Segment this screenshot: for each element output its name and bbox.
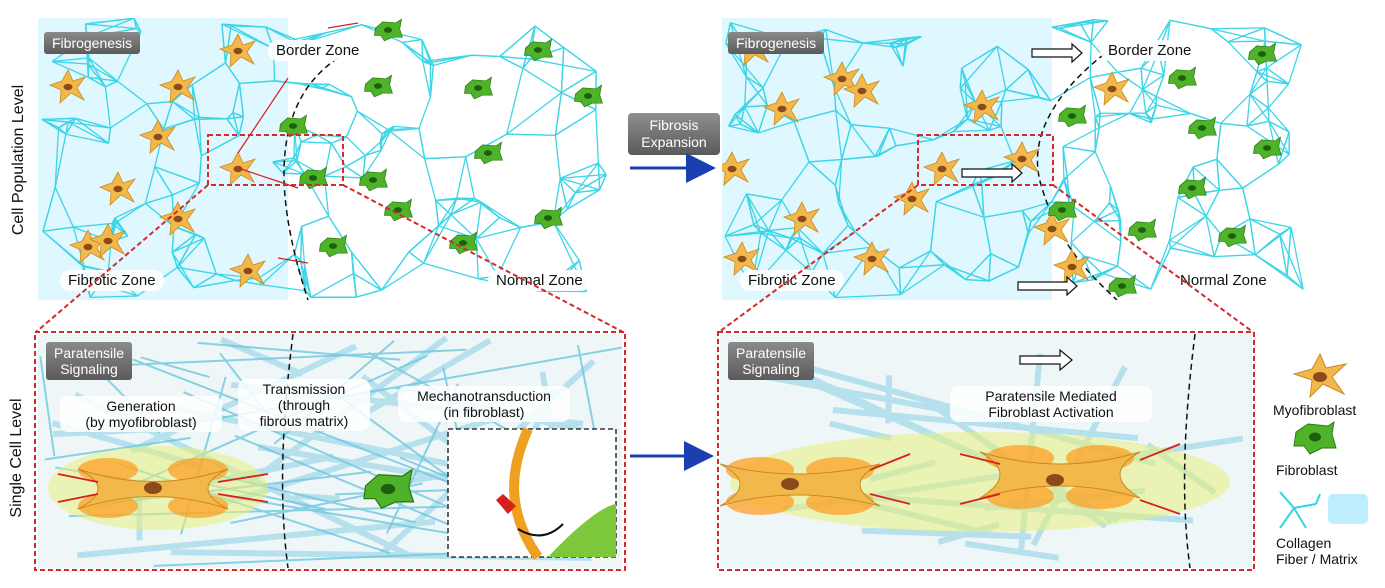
fibroblast-cell xyxy=(1248,42,1277,66)
fibroblast-cell xyxy=(449,231,478,255)
fibroblast-cell xyxy=(1108,274,1137,298)
population-level-label: Cell Population Level xyxy=(10,84,27,236)
transmission-label: Transmission (through fibrous matrix) xyxy=(238,379,370,431)
fibroblast-cell xyxy=(1188,116,1217,140)
activation-label: Paratensile Mediated Fibroblast Activati… xyxy=(950,386,1152,422)
myofibroblast-cell xyxy=(962,89,1001,124)
fibroblast-cell xyxy=(1128,218,1157,242)
collagen-fiber-icon xyxy=(1279,491,1368,529)
myofibroblast-cell xyxy=(48,69,87,104)
fibroblast-cell xyxy=(1178,176,1207,200)
myofibroblast-cell xyxy=(722,151,751,186)
fibrosis-expansion-line1: Fibrosis xyxy=(649,117,699,133)
paratensile-signaling-tag: Paratensile Signaling xyxy=(46,342,133,380)
fibroblast-cell xyxy=(1253,136,1282,160)
myofibroblast-cell xyxy=(158,69,197,104)
fibrotic-zone-label: Fibrotic Zone xyxy=(740,270,844,291)
fibroblast-cell xyxy=(363,468,415,510)
single-cell-level-label: Single Cell Level xyxy=(8,398,25,518)
top-left-panel: Fibrogenesis Border Zone Fibrotic Zone N… xyxy=(38,18,622,300)
fibroblast-cell xyxy=(279,114,308,138)
tag-line1: Paratensile xyxy=(54,345,125,361)
tag-line1: Paratensile xyxy=(736,345,807,361)
mechano-line1: Mechanotransduction xyxy=(417,388,551,404)
fibrogenesis-tag: Fibrogenesis xyxy=(44,32,141,54)
fibroblast-cell xyxy=(364,74,393,98)
fibroblast-cell xyxy=(384,198,413,222)
transmission-line1: Transmission xyxy=(262,381,346,397)
myofibroblast-cell xyxy=(228,253,267,288)
tag-line2: Signaling xyxy=(60,361,118,377)
fibroblast-cell xyxy=(299,166,328,190)
collagen-legend-label: Collagen Fiber / Matrix xyxy=(1276,535,1358,567)
mechanotransduction-label: Mechanotransduction (in fibroblast) xyxy=(398,386,570,422)
myofibroblast-cell-icon xyxy=(1292,352,1348,399)
myofibroblast-cell xyxy=(1052,249,1091,284)
fibroblast-legend-label: Fibroblast xyxy=(1276,462,1338,478)
fibroblast-cell xyxy=(1168,66,1197,90)
fibroblast-cell xyxy=(574,84,603,108)
bottom-right-panel: Paratensile Signaling Paratensile Mediat… xyxy=(720,334,1252,568)
transmission-line2: (through xyxy=(277,397,331,413)
myofibroblast-cell xyxy=(842,73,881,108)
generation-line2: (by myofibroblast) xyxy=(85,414,197,430)
fibroblast-cell xyxy=(1058,104,1087,128)
fibroblast-cell xyxy=(319,234,348,258)
myofibroblast-cell xyxy=(762,91,801,126)
myofibroblast-cell xyxy=(218,33,257,68)
fibroblast-cell xyxy=(474,141,503,165)
activation-line1: Paratensile Mediated xyxy=(985,388,1117,404)
paratensile-signaling-tag: Paratensile Signaling xyxy=(728,342,815,380)
generation-label: Generation (by myofibroblast) xyxy=(60,396,222,432)
mechano-line2: (in fibroblast) xyxy=(443,404,525,420)
fibroblast-cell-icon xyxy=(1293,420,1337,455)
fibrosis-expansion-line2: Expansion xyxy=(641,134,707,150)
top-right-panel: Fibrogenesis Border Zone Fibrotic Zone N… xyxy=(722,18,1306,300)
normal-zone-label: Normal Zone xyxy=(1172,270,1275,291)
fibroblast-cell xyxy=(524,38,553,62)
fibroblast-cell xyxy=(534,206,563,230)
border-zone-label: Border Zone xyxy=(1100,40,1200,61)
bottom-left-panel: Paratensile Signaling Generation (by myo… xyxy=(38,334,622,568)
myofibroblast-legend-label: Myofibroblast xyxy=(1273,402,1357,418)
fibrotic-zone-label: Fibrotic Zone xyxy=(60,270,164,291)
collagen-network-top-right xyxy=(722,18,1304,300)
tag-line2: Signaling xyxy=(742,361,800,377)
myofibroblast-cell xyxy=(1092,71,1131,106)
myofibroblast-cell xyxy=(138,119,177,154)
collagen-line2: Fiber / Matrix xyxy=(1276,551,1358,567)
collagen-line1: Collagen xyxy=(1276,535,1332,551)
fibroblast-cell xyxy=(464,76,493,100)
activation-line2: Fibroblast Activation xyxy=(988,404,1114,420)
fibroblast-cell xyxy=(374,18,403,42)
fibrosis-expansion-label: Fibrosis Expansion xyxy=(628,113,720,155)
fibrogenesis-tag: Fibrogenesis xyxy=(728,32,825,54)
transmission-line3: fibrous matrix) xyxy=(259,413,349,429)
fibroblast-cell xyxy=(1218,224,1247,248)
border-zone-label: Border Zone xyxy=(268,40,368,61)
generation-line1: Generation xyxy=(106,398,176,414)
normal-zone-label: Normal Zone xyxy=(488,270,591,291)
